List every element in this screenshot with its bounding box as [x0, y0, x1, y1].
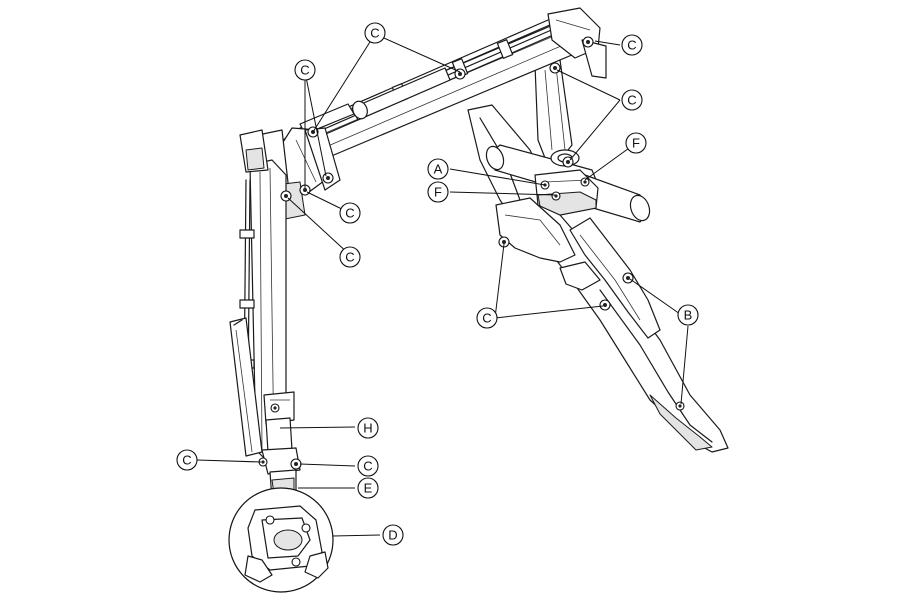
callout-label: C [182, 453, 191, 468]
callout-label: C [627, 93, 636, 108]
callout-label: B [684, 308, 693, 323]
callout-e: E [357, 477, 379, 499]
grapple-detail [228, 487, 334, 593]
callout-label: C [345, 250, 354, 265]
callout-c-left-low: C [339, 246, 361, 268]
callout-label: C [345, 206, 354, 221]
callout-d: D [382, 524, 404, 546]
callout-label: C [300, 63, 309, 78]
callout-label: H [363, 421, 372, 436]
callout-b: B [677, 304, 699, 326]
callout-c-top-right: C [621, 34, 643, 56]
callout-h: H [357, 417, 379, 439]
callout-label: D [388, 528, 397, 543]
callout-label: E [364, 481, 373, 496]
pin-joints [258, 36, 685, 470]
callout-label: F [632, 136, 640, 151]
callout-label: C [370, 26, 379, 41]
callout-f-lower: F [427, 181, 449, 203]
callout-label: A [434, 162, 443, 177]
callout-label: F [434, 185, 442, 200]
main-boom [281, 7, 607, 171]
callout-f-upper: F [625, 132, 647, 154]
outer-boom [229, 129, 295, 463]
callout-c-top-left: C [294, 59, 316, 81]
callout-label: C [627, 38, 636, 53]
base-frame [467, 104, 729, 453]
callout-c-top-center: C [364, 22, 386, 44]
callout-c-lower-left: C [176, 449, 198, 471]
callout-label: C [363, 459, 372, 474]
callout-c-left-lower: C [339, 202, 361, 224]
callout-label: C [482, 311, 491, 326]
callout-c-right-mid: C [621, 89, 643, 111]
leader-lines [196, 33, 689, 537]
callout-c-base: C [476, 307, 498, 329]
callout-a: A [427, 158, 449, 180]
callout-c-lower-right: C [357, 455, 379, 477]
